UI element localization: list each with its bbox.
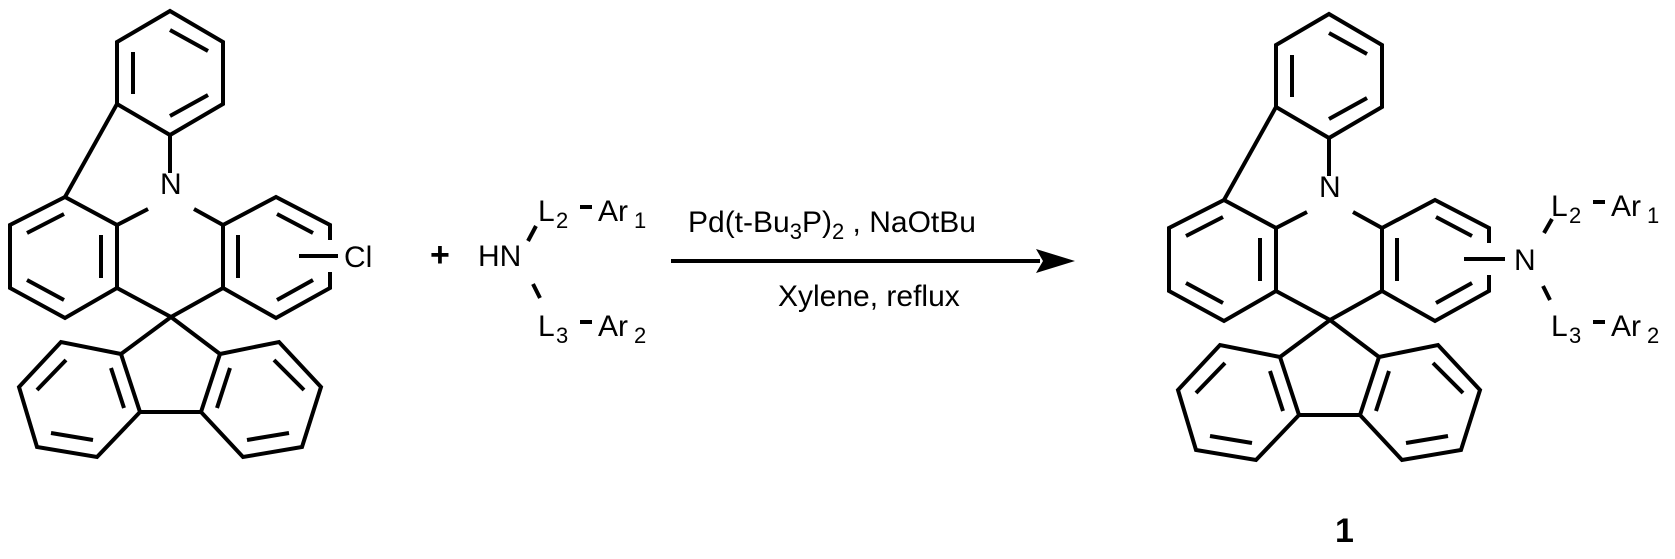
- compound-label: 1: [1335, 512, 1354, 550]
- product-upper-substituent: L 2 Ar 1: [1551, 190, 1659, 228]
- chlorine-atom: Cl: [344, 241, 372, 274]
- svg-text:Ar: Ar: [1611, 310, 1641, 343]
- svg-text:2: 2: [1569, 203, 1581, 228]
- nitrogen-atom: N: [160, 168, 182, 201]
- svg-text:Ar: Ar: [598, 195, 628, 228]
- reactant-1-structure: N Cl: [8, 8, 372, 460]
- product-nitrogen-atom: N: [1319, 171, 1341, 204]
- svg-text:L: L: [538, 310, 555, 343]
- svg-text:2: 2: [1647, 323, 1659, 348]
- svg-text:Ar: Ar: [598, 310, 628, 343]
- svg-text:Ar: Ar: [1611, 190, 1641, 223]
- svg-text:L: L: [1551, 190, 1568, 223]
- svg-text:L: L: [1551, 310, 1568, 343]
- svg-text:2: 2: [556, 208, 568, 233]
- lower-substituent: L 3 Ar 2: [538, 310, 646, 348]
- product-structure: N N L 2 Ar 1 L 3 Ar 2: [1167, 11, 1659, 463]
- upper-substituent: L 2 Ar 1: [538, 195, 646, 233]
- svg-text:L: L: [538, 195, 555, 228]
- plus-sign: +: [430, 236, 450, 274]
- svg-text:3: 3: [556, 323, 568, 348]
- svg-text:3: 3: [1569, 323, 1581, 348]
- solvent-text: Xylene, reflux: [778, 280, 960, 313]
- svg-text:1: 1: [634, 208, 646, 233]
- product-lower-substituent: L 3 Ar 2: [1551, 310, 1659, 348]
- product-amine-nitrogen: N: [1514, 244, 1536, 277]
- reactant-2-amine: HN L 2 Ar 1 L 3 Ar 2: [478, 195, 646, 348]
- svg-text:1: 1: [1647, 203, 1659, 228]
- reaction-arrow: [671, 249, 1075, 273]
- reagents-text: Pd(t-Bu3P)2 , NaOtBu: [688, 206, 976, 244]
- hn-group: HN: [478, 240, 521, 273]
- svg-text:2: 2: [634, 323, 646, 348]
